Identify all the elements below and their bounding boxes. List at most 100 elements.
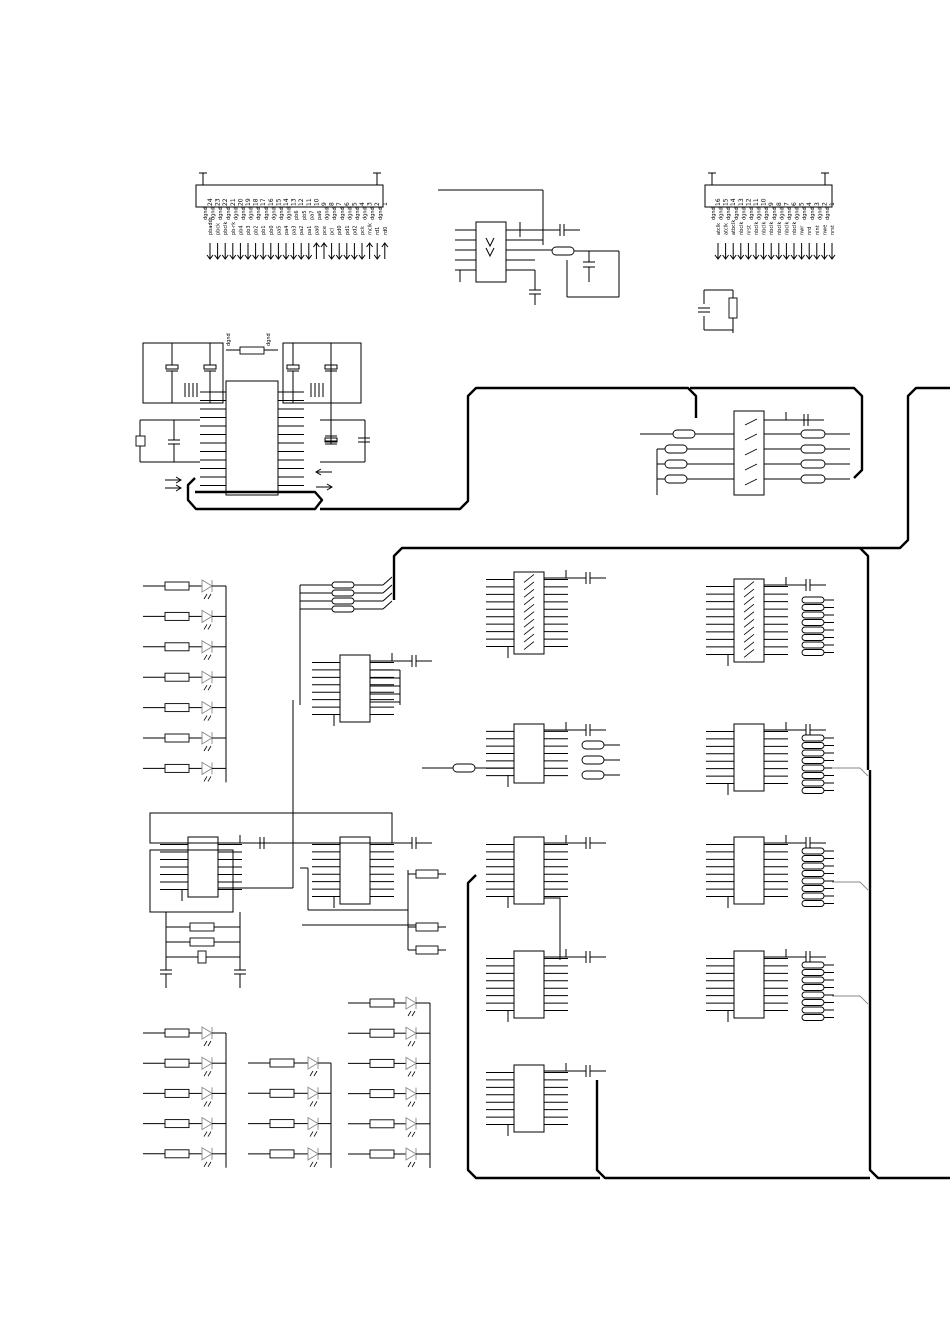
- resistor: [164, 1088, 190, 1098]
- pin-number: 22: [222, 198, 229, 206]
- arrow-icon: [282, 243, 290, 260]
- led-rays: [407, 1040, 416, 1047]
- arrow-head: [206, 254, 214, 260]
- signal-label: dgnd: [772, 207, 778, 220]
- mcu-block: dgnd dgnd: [135, 333, 370, 511]
- led-rays: [407, 1010, 416, 1017]
- signal-label: nrst: [746, 225, 752, 235]
- power-label: dgnd: [226, 333, 232, 346]
- crystal: [135, 435, 146, 447]
- pin-number: 14: [730, 198, 737, 206]
- pin-number: 10: [761, 198, 768, 206]
- wire: [523, 611, 535, 621]
- pin-number: 14: [283, 198, 290, 206]
- signal-label: atclk: [716, 223, 722, 235]
- ic-chip: [513, 1064, 545, 1133]
- led-icon: [307, 1086, 319, 1107]
- pin-number: 10: [313, 198, 320, 206]
- led-body: [201, 579, 213, 593]
- signal-label: nbclk: [754, 222, 760, 235]
- signal-label: dgnd: [711, 207, 717, 220]
- resistor: [664, 459, 688, 469]
- led-body: [405, 1026, 417, 1040]
- wire: [743, 649, 755, 658]
- signal-label: nbclk: [769, 222, 775, 235]
- arrow-head: [305, 254, 313, 260]
- arrow-icon: [229, 243, 237, 260]
- pin-number: 9: [321, 202, 328, 206]
- arrow-head: [783, 254, 790, 260]
- resistor: [801, 862, 825, 870]
- led-body: [201, 670, 213, 684]
- arrow-icon: [259, 243, 267, 260]
- signal-label: dgnd: [757, 207, 763, 220]
- signal-label: atclk: [724, 223, 730, 235]
- resistor: [269, 1149, 295, 1159]
- pin-number: 15: [275, 198, 282, 206]
- led-icon: [201, 1116, 213, 1137]
- signal-label: pb4: [238, 225, 244, 235]
- resistor: [164, 1058, 190, 1068]
- wire: [743, 618, 755, 628]
- arrow-icon: [313, 242, 320, 259]
- pin-number: 7: [783, 202, 790, 206]
- pin-number: 5: [351, 202, 358, 206]
- signal-label: nbclk: [762, 222, 768, 235]
- pin-number: 13: [738, 198, 745, 206]
- arrow-icon: [373, 243, 381, 260]
- led-icon: [201, 579, 213, 600]
- wire: [743, 634, 755, 643]
- arrow-icon: [366, 242, 373, 259]
- signal-label: dgnd: [795, 207, 801, 220]
- pin-number: 12: [745, 198, 752, 206]
- resistor: [331, 597, 355, 605]
- arrow-head: [237, 254, 244, 260]
- signal-label: pa4: [284, 226, 290, 235]
- signal-label: dgnd: [802, 207, 808, 220]
- resistor: [164, 1119, 190, 1129]
- signal-label: pb3: [246, 225, 252, 235]
- arrow-icon: [328, 243, 335, 260]
- arrow-head: [343, 254, 351, 260]
- arrow-head: [259, 254, 267, 260]
- led-rays: [203, 1161, 212, 1168]
- signal-label: nwe: [822, 225, 828, 235]
- arrow-icon: [790, 243, 798, 260]
- wire: [523, 574, 535, 583]
- led-rays: [203, 715, 212, 721]
- resistor: [801, 900, 825, 907]
- resistor: [269, 1058, 295, 1068]
- signal-label: pb-rk: [231, 222, 237, 235]
- resistor: [801, 749, 825, 757]
- led-array-right-bottom: [348, 996, 431, 1168]
- arrow-head: [297, 254, 305, 260]
- resistor: [801, 787, 825, 794]
- signal-label: pa2: [299, 226, 305, 235]
- signal-label: dgnd: [203, 207, 209, 220]
- arrow-head: [760, 254, 767, 260]
- led-body: [201, 1026, 213, 1040]
- arrow-icon: [335, 243, 343, 260]
- wire: [523, 581, 535, 591]
- ic-chip: [187, 836, 219, 898]
- led-rays: [203, 593, 212, 600]
- arrow-icon: [290, 243, 297, 260]
- pin-number: 8: [329, 202, 336, 206]
- wire: [743, 603, 755, 613]
- arrow-icon: [805, 243, 813, 260]
- signal-label: pb1: [261, 225, 267, 235]
- ic-group: [160, 570, 869, 1136]
- arrow-head: [275, 254, 282, 260]
- resistor: [801, 877, 825, 885]
- arrow-icon: [783, 243, 790, 260]
- resistor: [801, 611, 825, 619]
- signal-label: dgnd: [271, 207, 277, 220]
- pin-number: 9: [768, 202, 775, 206]
- resistor: [801, 779, 825, 787]
- arrow-head: [767, 254, 775, 260]
- resistor: [672, 429, 696, 439]
- arrow-icon: [775, 243, 783, 260]
- led-icon: [201, 1147, 213, 1168]
- pin-number: 20: [237, 198, 244, 206]
- crystal: [197, 950, 207, 964]
